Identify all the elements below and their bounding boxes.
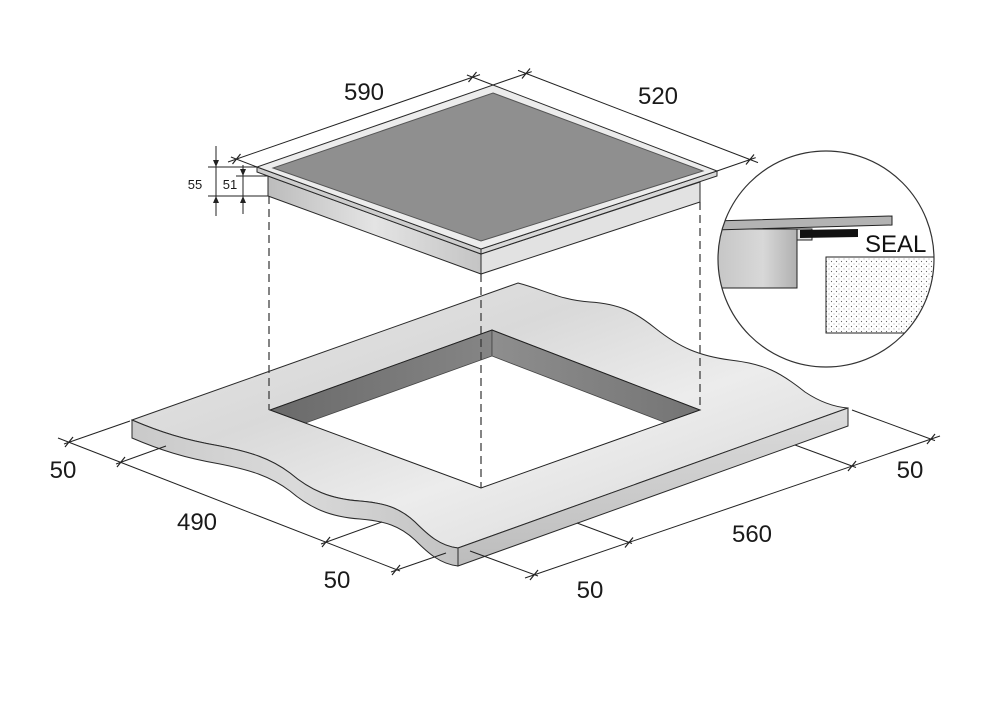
width-extension-line-right	[466, 74, 494, 86]
seal-strip	[800, 229, 858, 238]
depth-chain-tick-1	[64, 436, 74, 448]
detail-circle-outline	[717, 150, 935, 368]
width-chain-extension-1	[469, 550, 539, 577]
width-dimension-line	[227, 74, 481, 163]
width-chain-extension-2	[576, 522, 633, 544]
depth-chain-back-margin-label: 50	[50, 457, 77, 484]
seal-label: SEAL	[865, 231, 926, 258]
width-chain-cutout-width-label: 560	[732, 521, 772, 548]
width-chain-tick-2	[624, 537, 634, 548]
depth-tick-start	[521, 68, 531, 79]
depth-chain-cutout-depth-label: 490	[177, 509, 217, 536]
depth-tick-end	[745, 154, 755, 165]
width-chain-tick-4	[926, 433, 936, 445]
hob-glass-top	[271, 92, 705, 242]
total-height-arrow-bottom	[213, 196, 219, 203]
depth-chain-tick-3	[321, 536, 331, 548]
total-height-arrow-top	[213, 160, 219, 167]
worktop-front-right-face	[457, 407, 849, 567]
hob	[255, 84, 719, 275]
width-chain-left-margin-label: 50	[577, 577, 604, 604]
depth-chain-extension-3	[320, 521, 383, 545]
width-tick-start	[232, 153, 241, 165]
width-chain-tick-1	[529, 569, 539, 581]
seal-detail-section	[718, 215, 934, 334]
depth-chain-dimension-line	[57, 437, 401, 572]
hob-width-dimension: 590	[227, 71, 494, 168]
hob-depth-label: 520	[638, 83, 678, 110]
width-tick-end	[468, 71, 477, 83]
cutout-width-dimension-chain: 50 560 50	[469, 409, 941, 604]
body-height-label: 51	[223, 177, 237, 192]
depth-dimension-line	[517, 69, 759, 164]
body-height-arrow-bottom	[240, 196, 246, 203]
total-height-label: 55	[188, 177, 202, 192]
width-chain-extension-4	[851, 409, 936, 442]
projection-lines	[268, 196, 701, 488]
body-height-arrow-top	[240, 169, 246, 176]
width-chain-dimension-line	[524, 435, 941, 579]
depth-chain-tick-4	[391, 564, 401, 576]
seal-detail: SEAL	[717, 150, 935, 368]
depth-chain-tick-2	[116, 456, 126, 468]
depth-chain-extension-1	[63, 420, 131, 445]
width-chain-right-margin-label: 50	[897, 457, 924, 484]
glass-plate-section	[718, 215, 893, 231]
depth-chain-extension-4	[390, 552, 447, 573]
depth-chain-front-margin-label: 50	[324, 567, 351, 594]
hob-width-label: 590	[344, 79, 384, 106]
hob-height-dimensions: 55 51	[188, 146, 268, 216]
hob-frame-section	[718, 228, 798, 289]
worktop	[130, 282, 849, 567]
width-extension-line-left	[230, 156, 258, 168]
depth-chain-extension-2	[115, 445, 167, 465]
width-chain-extension-3	[794, 444, 857, 468]
width-chain-tick-3	[847, 460, 857, 472]
cutout-depth-dimension-chain: 50 490 50	[50, 420, 447, 594]
hob-depth-dimension: 520	[492, 68, 759, 172]
